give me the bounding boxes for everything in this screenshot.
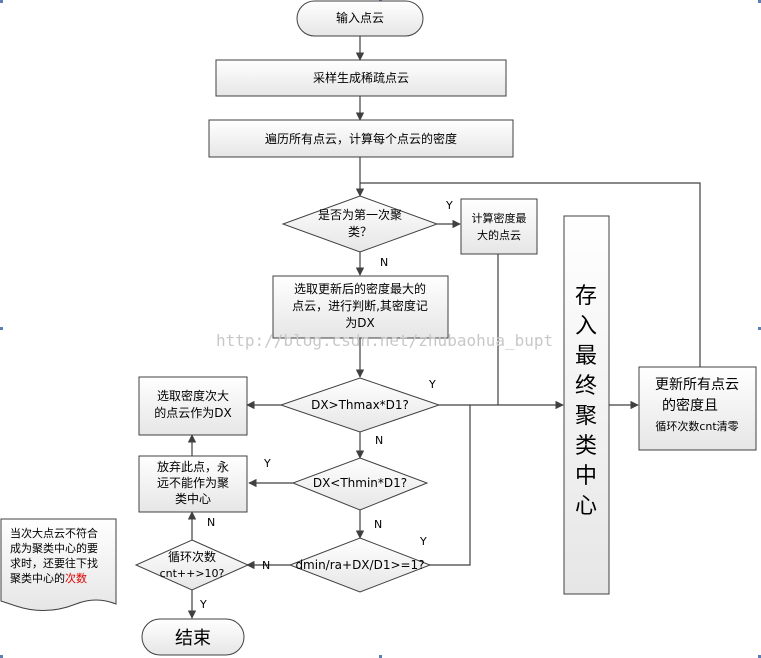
line-dmin-yes: [429, 405, 471, 566]
svg-text:的点云作为DX: 的点云作为DX: [154, 405, 231, 420]
node-store-final-centers: 存 入 最 终 聚 类 中 心: [563, 215, 610, 595]
svg-text:心: 心: [575, 494, 597, 519]
svg-text:N: N: [375, 434, 383, 447]
svg-text:遍历所有点云，计算每个点云的密度: 遍历所有点云，计算每个点云的密度: [265, 131, 457, 146]
svg-text:聚类中心的次数: 聚类中心的次数: [10, 571, 87, 585]
decision-thmin: DX<Thmin*D1?: [291, 457, 429, 511]
svg-text:放弃此点，永: 放弃此点，永: [157, 459, 229, 474]
svg-text:N: N: [374, 518, 382, 531]
svg-text:选取密度次大: 选取密度次大: [157, 388, 229, 403]
decision-first-cluster: 是否为第一次聚 类？: [281, 195, 439, 253]
node-abandon: 放弃此点，永 远不能作为聚 类中心: [138, 455, 248, 513]
svg-text:Y: Y: [419, 535, 427, 548]
svg-text:结束: 结束: [175, 628, 211, 649]
svg-text:DX>Thmax*D1?: DX>Thmax*D1?: [311, 398, 409, 412]
node-max-density: 计算密度最 大的点云: [460, 198, 538, 255]
node-select-updated: 选取更新后的密度最大的 点云，进行判断,其密度记 为DX: [272, 275, 449, 339]
note-callout: 当次大点云不符合 成为聚类中心的要 求时，还要往下找 聚类中心的次数: [0, 518, 117, 611]
svg-text:N: N: [262, 559, 270, 572]
svg-text:入: 入: [575, 314, 597, 339]
svg-text:循环次数: 循环次数: [168, 549, 216, 564]
svg-text:Y: Y: [428, 378, 436, 391]
line-update-loop: [360, 182, 701, 367]
svg-text:输入点云: 输入点云: [336, 10, 384, 25]
decision-thmax: DX>Thmax*D1?: [279, 377, 441, 433]
svg-text:类中心: 类中心: [175, 491, 211, 506]
svg-text:循环次数cnt清零: 循环次数cnt清零: [655, 419, 738, 433]
svg-text:的密度且: 的密度且: [662, 397, 718, 414]
svg-text:更新所有点云: 更新所有点云: [655, 377, 739, 393]
branch-labels: Y N Y N Y N Y N Y N: [199, 199, 453, 611]
svg-text:N: N: [380, 256, 388, 269]
node-traverse: 遍历所有点云，计算每个点云的密度: [208, 119, 514, 158]
svg-text:是否为第一次聚: 是否为第一次聚: [318, 208, 402, 222]
svg-text:采样生成稀疏点云: 采样生成稀疏点云: [313, 70, 409, 85]
svg-text:选取更新后的密度最大的: 选取更新后的密度最大的: [294, 281, 426, 296]
svg-text:N: N: [207, 516, 215, 529]
svg-text:点云，进行判断,其密度记: 点云，进行判断,其密度记: [292, 298, 428, 313]
svg-text:成为聚类中心的要: 成为聚类中心的要: [10, 541, 98, 555]
connectors: [187, 36, 701, 619]
node-update-density: 更新所有点云 的密度且 循环次数cnt清零: [638, 366, 757, 451]
svg-text:存: 存: [575, 284, 597, 309]
node-end: 结束: [141, 618, 245, 656]
watermark: http://blog.csdn.net/zhubaohua_bupt: [216, 331, 553, 350]
node-sample: 采样生成稀疏点云: [215, 59, 507, 97]
svg-text:求时，还要往下找: 求时，还要往下找: [10, 556, 98, 570]
svg-text:dmin/ra+DX/D1>=1?: dmin/ra+DX/D1>=1?: [295, 558, 424, 572]
svg-text:当次大点云不符合: 当次大点云不符合: [10, 526, 98, 540]
decision-loop: 循环次数 cnt++>10?: [134, 539, 250, 591]
svg-text:类？: 类？: [348, 225, 372, 239]
svg-text:cnt++>10?: cnt++>10?: [160, 567, 225, 580]
svg-text:为DX: 为DX: [345, 316, 374, 330]
svg-text:终: 终: [575, 374, 597, 399]
svg-text:最: 最: [575, 344, 597, 369]
svg-text:大的点云: 大的点云: [477, 228, 521, 242]
svg-text:Y: Y: [445, 199, 453, 212]
svg-text:远不能作为聚: 远不能作为聚: [157, 476, 229, 490]
svg-text:类: 类: [575, 434, 597, 459]
decision-dmin: dmin/ra+DX/D1>=1?: [288, 537, 432, 593]
svg-text:聚: 聚: [575, 404, 597, 429]
svg-text:Y: Y: [263, 457, 271, 470]
node-input: 输入点云: [296, 0, 424, 37]
svg-text:Y: Y: [199, 598, 207, 611]
node-select-second: 选取密度次大 的点云作为DX: [138, 376, 248, 436]
svg-text:中: 中: [575, 464, 597, 489]
svg-text:计算密度最: 计算密度最: [472, 211, 527, 225]
svg-text:DX<Thmin*D1?: DX<Thmin*D1?: [313, 476, 407, 490]
